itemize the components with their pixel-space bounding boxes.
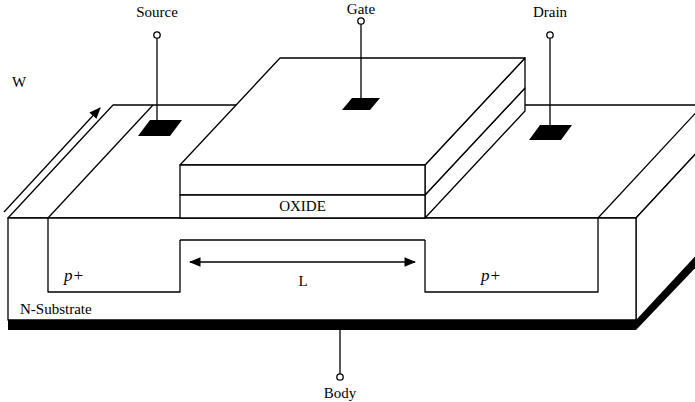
p-plus-region: p+ <box>425 218 598 292</box>
region-label: p+ <box>481 267 501 286</box>
terminal-label: Gate <box>347 1 375 18</box>
dimension-label: W <box>12 74 26 91</box>
terminal-label: Drain <box>533 4 567 21</box>
p-plus-region: p+ <box>48 218 180 292</box>
dimension-label: L <box>298 273 307 290</box>
oxide-layer: OXIDE <box>180 195 425 218</box>
region-label: OXIDE <box>279 198 326 215</box>
region-label: N-Substrate <box>20 301 92 318</box>
region-label: p+ <box>64 267 84 286</box>
substrate-block: N-Substrate p+ p+ <box>8 218 636 320</box>
terminal-label: Source <box>136 4 178 21</box>
terminal-label: Body <box>324 385 357 402</box>
